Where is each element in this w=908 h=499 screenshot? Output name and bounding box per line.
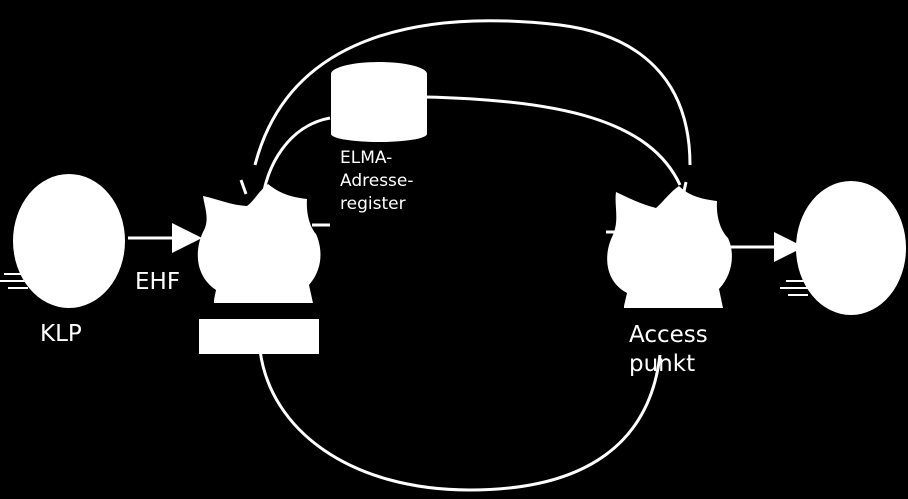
white-bar xyxy=(199,319,319,354)
access-point-label-line-1: Access xyxy=(629,322,708,348)
ehf-label: EHF xyxy=(135,269,181,295)
access-point-label-line-2: punkt xyxy=(629,351,696,377)
database-cylinder-icon xyxy=(331,62,427,142)
elma-label-line-2: Adresse- xyxy=(340,171,414,191)
oval-node-icon xyxy=(780,181,906,315)
database-to-access-point-connector xyxy=(424,95,682,186)
oval-node-icon xyxy=(0,174,125,308)
access-point-icon xyxy=(606,181,732,308)
top-arc-connector xyxy=(253,19,692,166)
klp-label: KLP xyxy=(40,321,82,347)
elma-label-line-1: ELMA- xyxy=(340,148,393,168)
access-point-icon xyxy=(197,179,330,303)
bottom-arc-connector xyxy=(258,349,662,492)
elma-label-line-3: register xyxy=(340,194,406,214)
